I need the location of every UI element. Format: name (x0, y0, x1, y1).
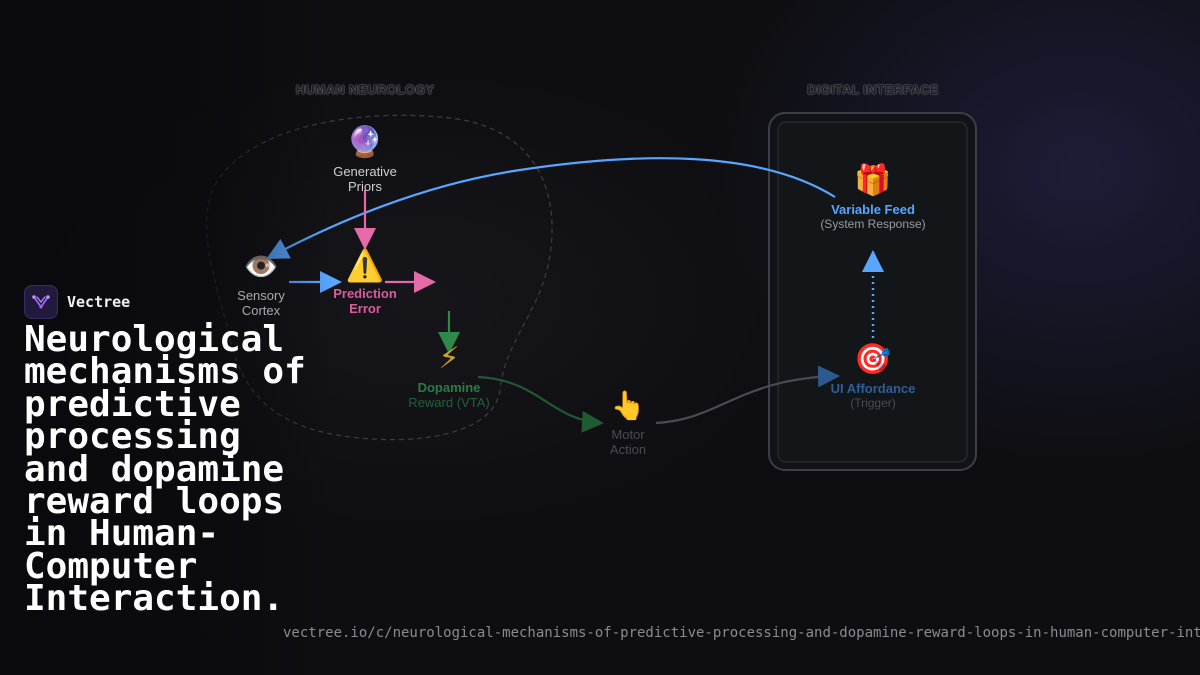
node-label: Action (609, 442, 647, 457)
brand-name: Vectree (67, 293, 131, 311)
node-prediction-error: ⚠️ Prediction Error (333, 248, 397, 317)
gift-icon: 🎁 (854, 163, 892, 198)
arrow-feed-to-sensory (266, 157, 836, 259)
lightning-icon: ⚡ (438, 341, 460, 376)
arrow-motor-to-affordance (655, 365, 840, 425)
node-label: Prediction (333, 286, 397, 301)
node-dopamine: ⚡ Dopamine Reward (VTA) (408, 341, 490, 411)
arrow-dopamine-to-motor (477, 375, 604, 433)
node-variable-feed: 🎁 Variable Feed (System Response) (820, 166, 925, 232)
node-ui-affordance: 🎯 UI Affordance (Trigger) (831, 345, 916, 411)
node-label: Error (349, 301, 381, 316)
brand: Vectree (24, 285, 130, 319)
pointing-finger-icon: 👆 (610, 389, 646, 422)
node-sensory-cortex: 👁️ Sensory Cortex (237, 250, 285, 319)
node-sublabel: (System Response) (820, 217, 926, 231)
human-neurology-boundary (205, 114, 553, 441)
node-label: Dopamine (417, 380, 481, 395)
node-generative-priors: 🔮 Generative Priors (333, 125, 397, 195)
node-label: Motor (611, 427, 645, 442)
vectree-logo-icon (24, 285, 58, 319)
warning-icon: ⚠️ (345, 248, 385, 284)
page-url[interactable]: vectree.io/c/neurological-mechanisms-of-… (283, 625, 1200, 641)
crystal-ball-icon: 🔮 (346, 125, 384, 160)
node-label: Sensory (237, 288, 285, 303)
node-sublabel: (Trigger) (850, 396, 896, 410)
section-label-human-neurology: HUMAN NEUROLOGY (295, 82, 435, 97)
target-icon: 🎯 (854, 342, 892, 377)
node-label: Cortex (241, 303, 281, 318)
headline: Neurological mechanisms of predictive pr… (24, 319, 306, 620)
node-label: Reward (VTA) (408, 395, 490, 410)
node-label: Variable Feed (831, 202, 915, 217)
node-label: Generative (333, 164, 397, 179)
node-motor-action: 👆 Motor Action (609, 389, 647, 458)
node-label: UI Affordance (830, 381, 916, 396)
section-label-digital-interface: DIGITAL INTERFACE (807, 82, 939, 97)
node-label: Priors (348, 179, 382, 194)
left-shade (0, 0, 330, 675)
eye-icon: 👁️ (243, 250, 279, 283)
